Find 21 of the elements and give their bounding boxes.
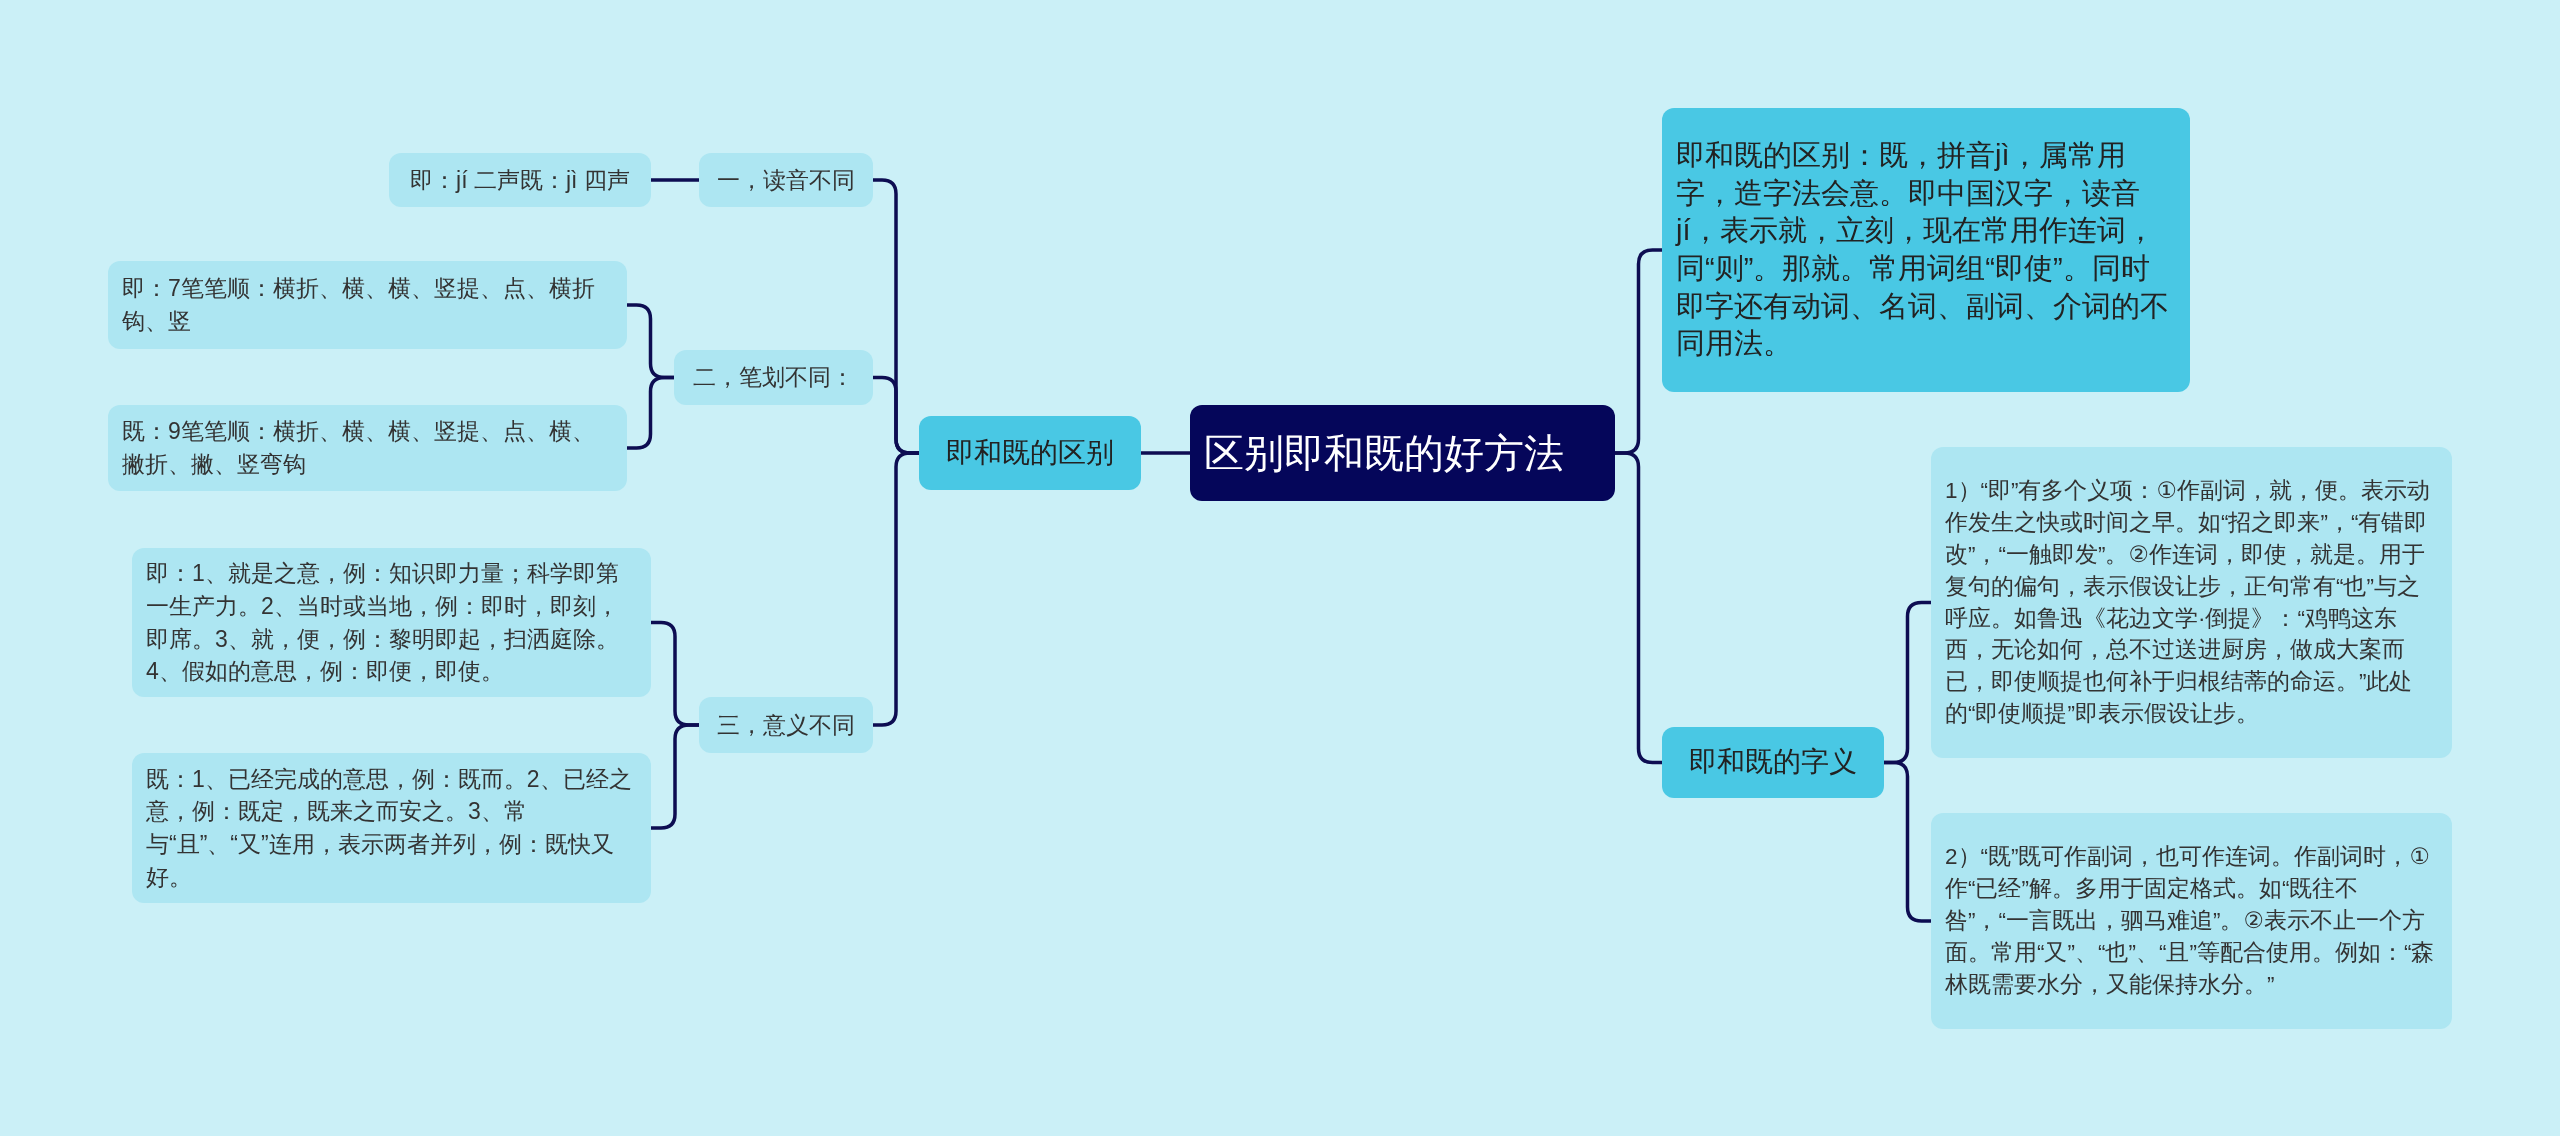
subtopic-box: 即：1、就是之意，例：知识即力量；科学即第一生产力。2、当时或当地，例：即时，即刻，即席。3、就，便，例：黎明即起，扫洒庭除。4、假如的意思，例：即便，即使。 xyxy=(132,548,651,697)
subtopic-box: 1）“即”有多个义项：①作副词，就，便。表示动作发生之快或时间之早。如“招之即来”，“有错即改”，“一触即发”。②作连词，即使，就是。用于复句的偏句，表示假设让步，正句常有“也”与之呼应。如鲁迅《花边文学·倒提》：“鸡鸭这东西，无论如何，总不过送进厨房，做成大案而已，即使顺提也何补于归根结蒂的命运。”此处的“即使顺提”即表示假设让步。 xyxy=(1931,447,2452,758)
subtopic-box: 三，意义不同 xyxy=(699,697,873,753)
subtopic-box: 二，笔划不同： xyxy=(674,350,873,405)
connector-line xyxy=(873,451,919,727)
subtopic-box: 一，读音不同 xyxy=(699,153,873,207)
connector-line xyxy=(1141,451,1190,455)
connector-line xyxy=(627,375,674,450)
root-topic-box: 区别即和既的好方法 xyxy=(1190,405,1615,501)
topic-box: 即和既的区别：既，拼音jì，属常用字，造字法会意。即中国汉字，读音jí，表示就，立刻，现在常用作连词，同“则”。那就。常用词组“即使”。同时即字还有动词、名词、副词、介词的不同用法。 xyxy=(1662,108,2190,392)
subtopic-box: 既：1、已经完成的意思，例：既而。2、已经之意，例：既定，既来之而安之。3、常与“且”、“又”连用，表示两者并列，例：既快又好。 xyxy=(132,753,651,903)
subtopic-box: 既：9笔笔顺：横折、横、横、竖提、点、横、撇折、撇、竖弯钩 xyxy=(108,405,627,491)
connector-line xyxy=(651,723,699,830)
connector-line xyxy=(1884,760,1931,923)
connector-line xyxy=(1615,451,1662,765)
connector-line xyxy=(651,178,699,182)
subtopic-box: 即：7笔笔顺：横折、横、横、竖提、点、横折钩、竖 xyxy=(108,261,627,349)
subtopic-box: 2）“既”既可作副词，也可作连词。作副词时，①作“已经”解。多用于固定格式。如“既往不咎”，“一言既出，驷马难追”。②表示不止一个方面。常用“又”、“也”、“且”等配合使用。例如：“森林既需要水分，又能保持水分。” xyxy=(1931,813,2452,1029)
topic-box: 即和既的区别 xyxy=(919,416,1141,490)
subtopic-box: 即：jí 二声既：jì 四声 xyxy=(389,153,651,207)
topic-box: 即和既的字义 xyxy=(1662,727,1884,798)
